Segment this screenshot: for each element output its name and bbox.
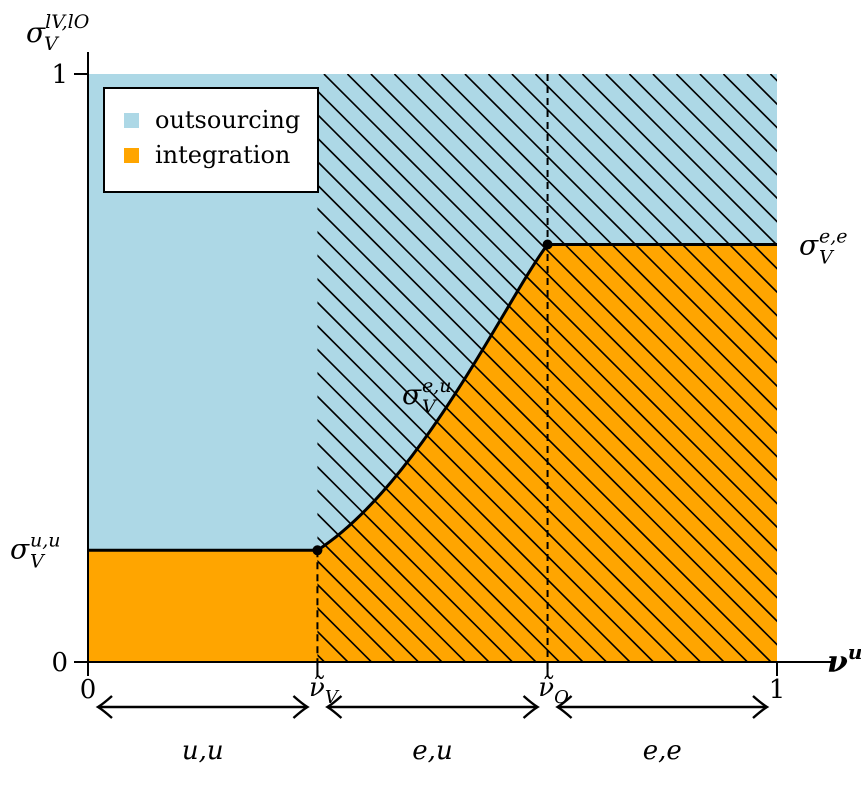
hatch-line: [317, 89, 777, 552]
hatch-line: [317, 277, 702, 662]
kink-point-nu-v: [312, 545, 323, 556]
svg-text:e,u: e,u: [422, 375, 452, 397]
hatch-line: [317, 348, 631, 662]
level-label-sigma-uu: σ u,u V: [10, 529, 61, 572]
hatch-line: [487, 74, 777, 364]
y-tick-label-0: 0: [51, 648, 68, 678]
legend: outsourcing integration: [103, 87, 319, 193]
hatch-line: [317, 324, 655, 662]
hatch-line: [370, 74, 777, 482]
interval-arrow-head-left: [325, 695, 343, 719]
hatch-line: [794, 74, 861, 662]
x-tick-label-1: 1: [769, 675, 786, 705]
legend-label-outsourcing: outsourcing: [155, 106, 300, 134]
level-label-sigma-ee: σ e,e V: [799, 226, 848, 269]
region-integration: [88, 244, 777, 662]
interval-arrow-head-right: [522, 695, 540, 719]
hatch-line: [317, 160, 777, 623]
interval-arrow-head-right: [292, 695, 310, 719]
hatch-line: [581, 74, 777, 270]
legend-box: [103, 87, 319, 193]
interval-arrow-head-right: [752, 695, 770, 719]
interval-label-uu: u,u: [182, 736, 224, 766]
svg-text:V: V: [819, 247, 835, 269]
hatch-line: [675, 74, 777, 176]
hatch-line: [769, 74, 777, 82]
hatch-line: [317, 489, 490, 662]
y-tick-label-1: 1: [51, 60, 68, 90]
interval-label-ee: e,e: [643, 736, 682, 766]
kink-point-nu-o: [542, 239, 553, 250]
hatch-line: [317, 113, 777, 576]
interval-arrow-head-left: [95, 695, 113, 719]
hatch-line: [628, 74, 777, 223]
hatch-line: [317, 418, 561, 662]
x-tick-label-0: 0: [80, 675, 97, 705]
svg-text:σ: σ: [10, 532, 30, 565]
hatch-line: [317, 465, 514, 662]
hatch-line: [317, 536, 443, 662]
hatch-line: [558, 74, 777, 294]
hatch-line: [317, 230, 749, 662]
svg-text:e,e: e,e: [819, 226, 848, 248]
svg-text:V: V: [422, 396, 438, 418]
x-tick-label-nu-o: ν̃O: [538, 673, 569, 708]
interval-arrows: [95, 695, 770, 719]
curve-label-sigma-eu: σ e,u V: [402, 375, 452, 418]
x-axis-label: νu: [827, 640, 861, 680]
boundary-curve: [88, 243, 777, 552]
interval-label-eu: e,u: [412, 736, 452, 766]
interval-arrow-head-left: [555, 695, 573, 719]
hatch-line: [317, 442, 537, 662]
svg-text:σ: σ: [799, 229, 819, 262]
hatch-line: [346, 74, 777, 505]
hatch-line: [440, 74, 777, 411]
hatch-line: [317, 395, 584, 662]
hatch-line: [317, 512, 467, 662]
legend-label-integration: integration: [155, 141, 290, 169]
hatch-line: [464, 74, 777, 388]
hatch-line: [317, 301, 678, 662]
hatch-line: [511, 74, 777, 341]
legend-swatch-integration: [124, 148, 139, 163]
hatch-line: [605, 74, 777, 247]
hatch-pattern: [317, 74, 861, 662]
hatch-line: [417, 74, 777, 435]
hatch-line: [393, 74, 777, 458]
y-axis-label-sup: lV,lO: [45, 11, 90, 33]
hatch-line: [317, 371, 608, 662]
hatch-line: [317, 559, 420, 662]
svg-text:V: V: [30, 550, 46, 572]
hatch-line: [317, 254, 725, 662]
hatch-line: [534, 74, 777, 317]
axis-ticks: [74, 73, 778, 676]
x-tick-label-nu-v: ν̃V: [309, 673, 340, 708]
hatch-line: [323, 74, 777, 529]
svg-text:u,u: u,u: [30, 529, 61, 551]
hatch-line: [317, 207, 772, 662]
hatch-line: [317, 183, 777, 646]
legend-swatch-outsourcing: [124, 113, 139, 128]
hatch-line: [652, 74, 777, 200]
svg-text:σ: σ: [402, 378, 422, 411]
